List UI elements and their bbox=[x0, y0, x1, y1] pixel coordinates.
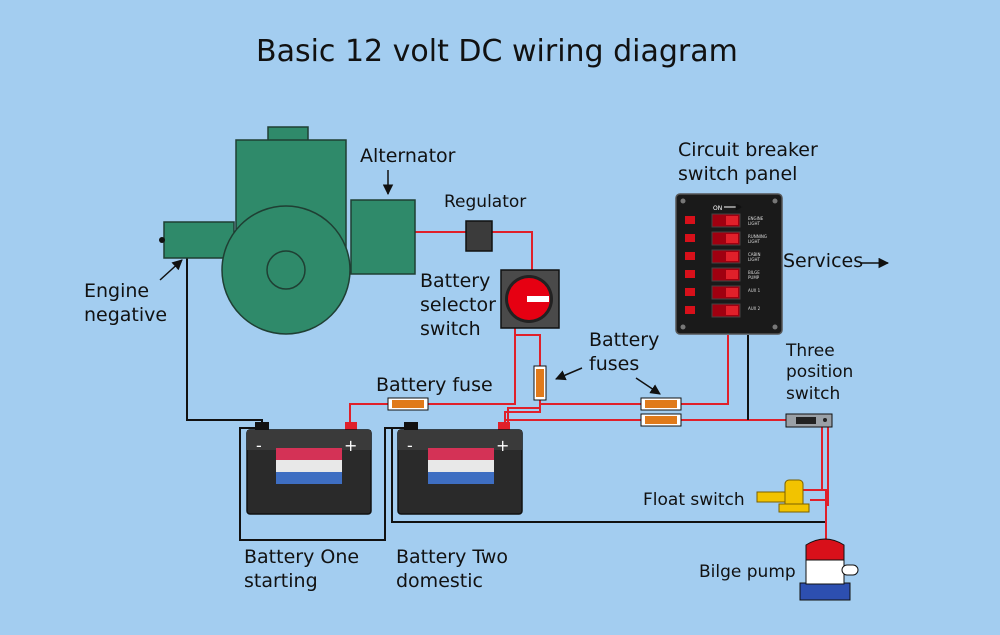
breaker-rocker-highlight bbox=[726, 288, 738, 297]
breaker-row: AUX 1 bbox=[685, 285, 761, 300]
breaker-rocker-highlight bbox=[726, 306, 738, 315]
panel-on-label: ON bbox=[713, 205, 722, 212]
battery-two-plus: + bbox=[496, 436, 509, 455]
battery-one-minus: - bbox=[256, 436, 262, 455]
breaker-row-label: RUNNING bbox=[748, 234, 767, 239]
breaker-fuse-indicator bbox=[685, 288, 695, 296]
regulator bbox=[465, 220, 493, 252]
breaker-fuse-indicator bbox=[685, 252, 695, 260]
breaker-rocker-highlight bbox=[726, 270, 738, 279]
battery-two-label: Battery Two domestic bbox=[396, 546, 508, 592]
bilge-pump bbox=[799, 538, 859, 601]
three-position-switch-label: Three position switch bbox=[786, 341, 854, 404]
engine bbox=[159, 126, 351, 335]
diagram-title: Basic 12 volt DC wiring diagram bbox=[256, 34, 738, 69]
battery-one-plus: + bbox=[344, 436, 357, 455]
regulator-label: Regulator bbox=[444, 192, 527, 212]
breaker-row-label: BILGE bbox=[748, 270, 760, 275]
battery-fuse-1 bbox=[640, 397, 682, 411]
alternator-label: Alternator bbox=[360, 145, 456, 167]
fuse-vertical bbox=[533, 365, 547, 401]
breaker-row-label: LIGHT bbox=[748, 221, 761, 226]
three-position-switch bbox=[785, 413, 833, 428]
breaker-rocker-highlight bbox=[726, 234, 738, 243]
bilge-pump-label: Bilge pump bbox=[699, 562, 796, 582]
battery-fuse-label: Battery fuse bbox=[376, 374, 493, 396]
battery-one-label: Battery One starting bbox=[244, 546, 360, 592]
breaker-fuse-indicator bbox=[685, 216, 695, 224]
battery-selector-switch bbox=[500, 269, 560, 329]
breaker-panel-label: Circuit breaker switch panel bbox=[678, 139, 818, 185]
services-label: Services bbox=[783, 250, 864, 272]
battery-fuse-2 bbox=[640, 413, 682, 427]
breaker-row-label: PUMP bbox=[748, 275, 760, 280]
breaker-row-label: CABIN bbox=[748, 252, 760, 257]
label-arrows bbox=[159, 170, 890, 395]
breaker-row-label: LIGHT bbox=[748, 257, 761, 262]
breaker-row-label: ENGINE bbox=[748, 216, 764, 221]
breaker-row-label: AUX 1 bbox=[748, 288, 761, 293]
breaker-row-label: LIGHT bbox=[748, 239, 761, 244]
battery-one: - + bbox=[246, 422, 372, 515]
engine-negative-label: Engine negative bbox=[84, 280, 168, 326]
battery-two-minus: - bbox=[407, 436, 413, 455]
float-switch-label: Float switch bbox=[643, 490, 745, 510]
breaker-row-label: AUX 2 bbox=[748, 306, 761, 311]
breaker-fuse-indicator bbox=[685, 270, 695, 278]
positive-wires bbox=[349, 231, 829, 540]
alternator bbox=[350, 199, 416, 275]
breaker-rocker-highlight bbox=[726, 216, 738, 225]
breaker-fuse-indicator bbox=[685, 306, 695, 314]
breaker-row: AUX 2 bbox=[685, 303, 761, 318]
battery-fuse-single bbox=[387, 397, 429, 411]
selector-switch-label: Battery selector switch bbox=[420, 270, 496, 340]
battery-two: - + bbox=[397, 422, 523, 515]
breaker-rows: ENGINELIGHTRUNNINGLIGHTCABINLIGHTBILGEPU… bbox=[685, 213, 767, 318]
battery-fuses-label: Battery fuses bbox=[589, 329, 660, 375]
breaker-fuse-indicator bbox=[685, 234, 695, 242]
circuit-breaker-panel: ON ENGINELIGHTRUNNINGLIGHTCABINLIGHTBILG… bbox=[675, 193, 783, 335]
float-switch bbox=[756, 479, 810, 513]
breaker-rocker-highlight bbox=[726, 252, 738, 261]
